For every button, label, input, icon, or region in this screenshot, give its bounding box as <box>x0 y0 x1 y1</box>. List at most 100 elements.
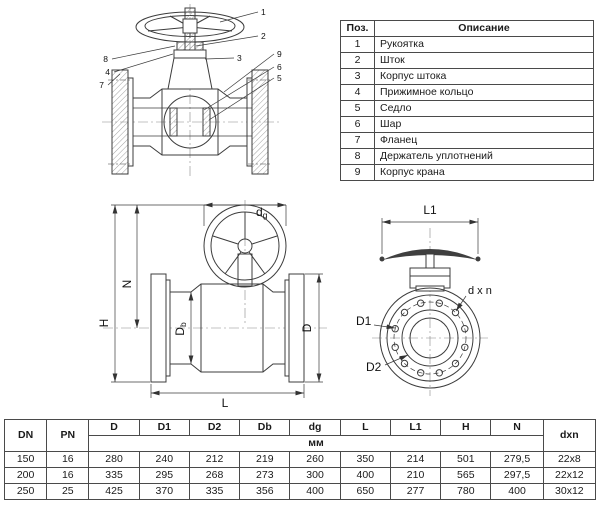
cell: 210 <box>389 467 442 484</box>
cell: 501 <box>440 451 492 468</box>
callout-1: 1 <box>261 7 266 17</box>
dim-label-D: D <box>300 323 314 332</box>
bolt-holes <box>391 299 469 377</box>
seat-right <box>202 107 211 137</box>
cell: 8 <box>340 148 375 165</box>
dim-label-H: H <box>97 319 111 328</box>
cell: 268 <box>188 467 241 484</box>
cell: 150 <box>3 451 48 468</box>
cell: 650 <box>339 483 391 500</box>
cell: 9 <box>340 164 375 181</box>
cell: 335 <box>188 483 241 500</box>
flange-face <box>379 287 481 389</box>
cell: 16 <box>46 451 90 468</box>
cell: 350 <box>339 451 391 468</box>
cell: 200 <box>3 467 48 484</box>
dimension-lines <box>373 218 479 366</box>
cell: 4 <box>340 84 375 101</box>
col-dxn: dxn <box>542 419 597 452</box>
cell: 5 <box>340 100 375 117</box>
cell: 565 <box>440 467 492 484</box>
col-d1: D1 <box>138 419 190 436</box>
cell: 425 <box>88 483 140 500</box>
cell: 240 <box>138 451 190 468</box>
col-db: Db <box>239 419 291 436</box>
callout-2: 2 <box>261 31 266 41</box>
dim-label-D1: D1 <box>356 314 372 328</box>
dim-label-D2: D2 <box>366 360 382 374</box>
cell: Корпус крана <box>374 164 594 181</box>
cell: 297,5 <box>490 467 544 484</box>
col-l: L <box>339 419 391 436</box>
callout-9: 9 <box>277 49 282 59</box>
dimension-lines <box>111 202 323 398</box>
parts-col-pos: Поз. <box>340 20 375 37</box>
callout-numbers: 1 2 3 9 6 5 8 4 7 <box>99 7 282 90</box>
dim-label-Db: Db <box>173 322 188 336</box>
cell: Фланец <box>374 132 594 149</box>
cell: Прижимное кольцо <box>374 84 594 101</box>
cell: 300 <box>289 467 341 484</box>
stem-neck <box>237 253 253 287</box>
stem-assembly <box>167 32 213 90</box>
cell: Корпус штока <box>374 68 594 85</box>
seat-left <box>169 107 178 137</box>
col-n: N <box>490 419 544 436</box>
cell: 279,5 <box>490 451 544 468</box>
valve-body <box>108 69 272 175</box>
dims-header-row: DN PN D D1 D2 Db dg L L1 H N dxn <box>3 419 597 452</box>
col-d: D <box>88 419 140 436</box>
col-dg: dg <box>289 419 341 436</box>
cell: 356 <box>239 483 291 500</box>
callout-4: 4 <box>105 67 110 77</box>
cell: 277 <box>389 483 442 500</box>
cell: 335 <box>88 467 140 484</box>
left-flange <box>111 69 129 175</box>
callout-3: 3 <box>237 53 242 63</box>
cell: 22x12 <box>542 467 597 484</box>
valve-side-drawing: dg H N Db D L <box>97 200 327 410</box>
unit-row: мм <box>5 435 596 452</box>
cell: 212 <box>188 451 241 468</box>
dim-label-dxn: d x n <box>468 285 492 297</box>
callout-5: 5 <box>277 73 282 83</box>
cell: Шар <box>374 116 594 133</box>
dim-label-N: N <box>120 280 134 289</box>
col-h: H <box>440 419 492 436</box>
callout-6: 6 <box>277 62 282 72</box>
col-l1: L1 <box>389 419 442 436</box>
cell: Шток <box>374 52 594 69</box>
cell: 400 <box>490 483 544 500</box>
valve-body <box>150 253 305 383</box>
cell: Держатель уплотнений <box>374 148 594 165</box>
cell: 6 <box>340 116 375 133</box>
cell: 3 <box>340 68 375 85</box>
cell: 22x8 <box>542 451 597 468</box>
callout-leaders <box>107 11 275 121</box>
callout-8: 8 <box>103 54 108 64</box>
left-flange <box>150 273 167 383</box>
cell: 260 <box>289 451 341 468</box>
cell: 214 <box>389 451 442 468</box>
cell: 250 <box>3 483 48 500</box>
parts-header-row: Поз. Описание <box>340 20 594 37</box>
gear-actuator <box>379 249 481 292</box>
col-pn: PN <box>46 419 90 452</box>
callout-7: 7 <box>99 80 104 90</box>
cell: 280 <box>88 451 140 468</box>
cell: 219 <box>239 451 291 468</box>
col-d2: D2 <box>188 419 241 436</box>
parts-col-desc: Описание <box>374 20 594 37</box>
cell: 400 <box>289 483 341 500</box>
cell: 2 <box>340 52 375 69</box>
